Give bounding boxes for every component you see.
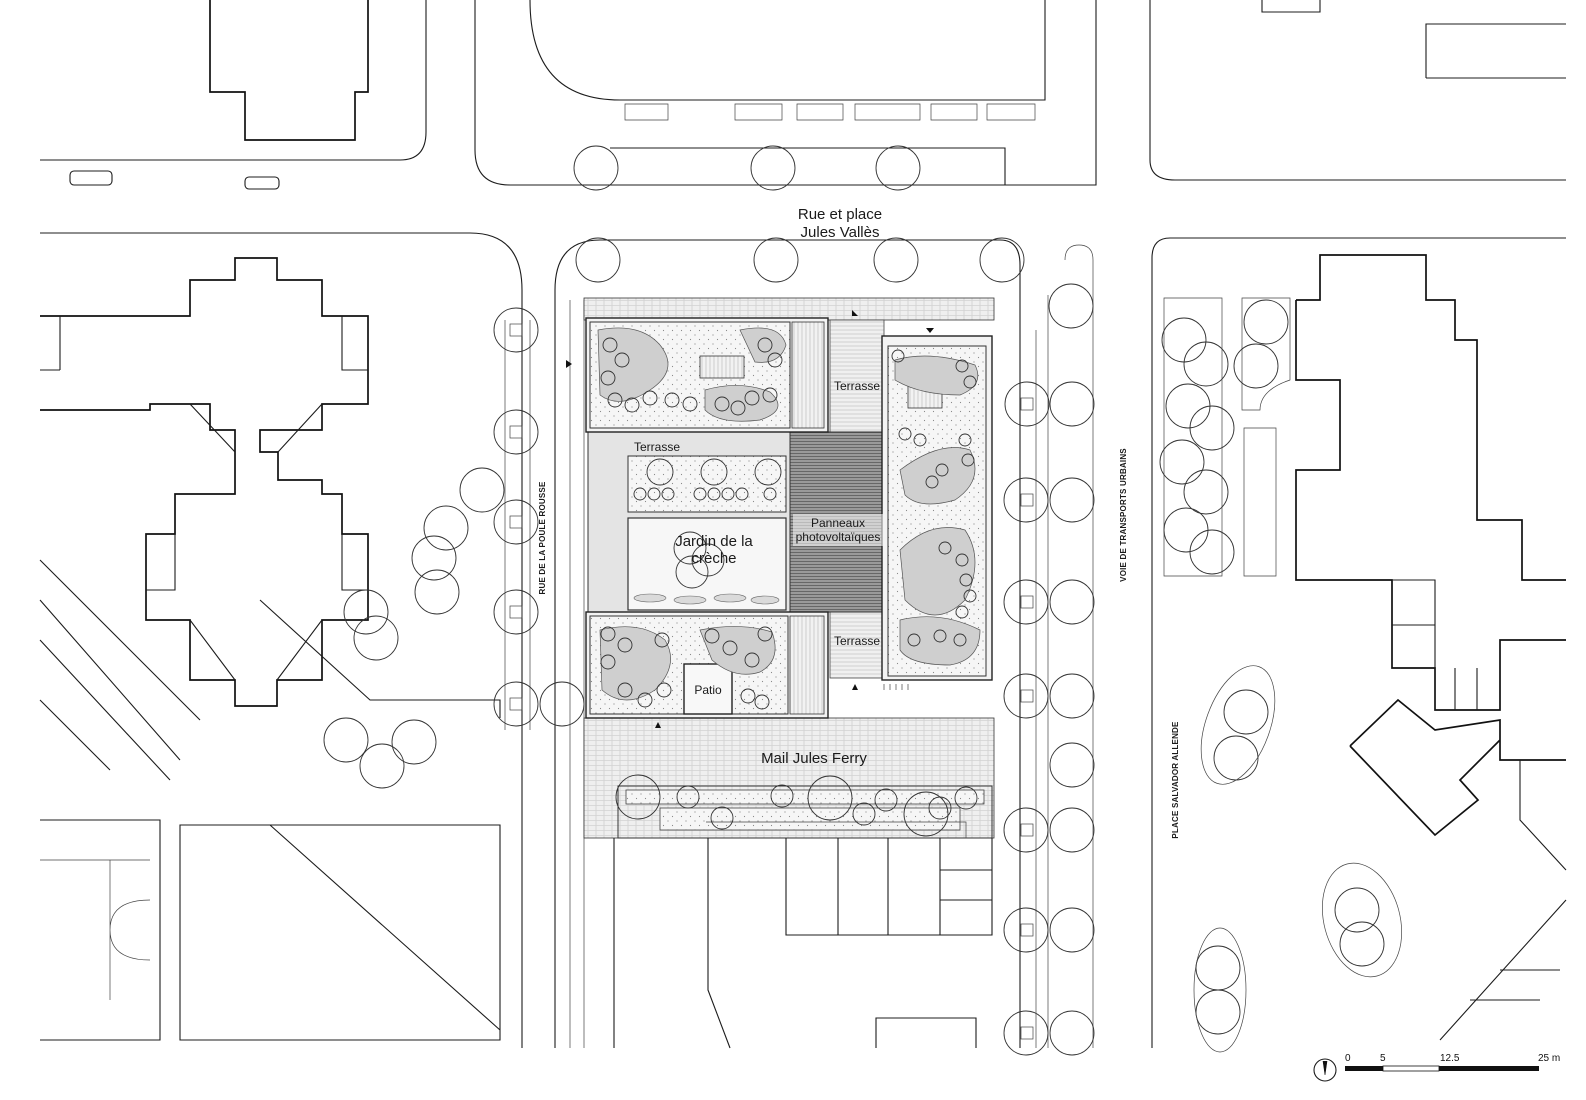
- street-label-poule-rousse: RUE DE LA POULE ROUSSE: [538, 481, 547, 594]
- label-patio: Patio: [694, 683, 722, 697]
- patio: [683, 663, 733, 715]
- label-terrasse-bottom: Terrasse: [834, 634, 880, 648]
- label-terrasse-top: Terrasse: [834, 379, 880, 393]
- label-rue-place-line1: Rue et place: [798, 206, 882, 223]
- label-panneaux-line2: photovoltaïques: [796, 530, 881, 544]
- neighbour-buildings-right: [1163, 254, 1567, 1041]
- north-arrow-icon: [1313, 1058, 1337, 1082]
- car-icons: [69, 170, 280, 190]
- plan-labels: Rue et place Jules Vallès Terrasse Terra…: [538, 206, 1180, 839]
- label-jardin-line2: crèche: [691, 550, 736, 567]
- scale-tick-25: 25 m: [1538, 1053, 1560, 1064]
- scale-tick-12-5: 12.5: [1440, 1053, 1460, 1064]
- street-label-transports: VOIE DE TRANSPORTS URBAINS: [1119, 448, 1128, 582]
- label-mail: Mail Jules Ferry: [761, 750, 867, 767]
- label-rue-place-line2: Jules Vallès: [801, 224, 880, 241]
- label-terrasse-left: Terrasse: [634, 440, 680, 454]
- label-panneaux-line1: Panneaux: [811, 516, 865, 530]
- scale-tick-0: 0: [1345, 1053, 1351, 1064]
- street-trees: [323, 145, 1385, 1056]
- street-curbs: [40, 0, 1566, 1048]
- scale-bar: 0 5 12.5 25 m: [1313, 1053, 1560, 1082]
- neighbour-buildings-top: [529, 0, 1566, 185]
- neighbour-buildings-left: [39, 0, 501, 1041]
- label-jardin-line1: Jardin de la: [675, 533, 753, 550]
- tree-groups: [1193, 665, 1403, 1053]
- project-site: [566, 297, 995, 1049]
- scale-tick-5: 5: [1380, 1053, 1386, 1064]
- street-label-salvador: PLACE SALVADOR ALLENDE: [1171, 721, 1180, 839]
- tree-pits: [509, 323, 1034, 1040]
